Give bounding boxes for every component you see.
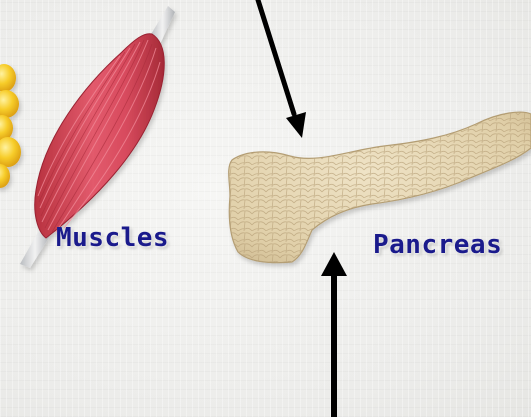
pancreas-label: Pancreas [373,230,502,260]
arrow-up-icon [321,252,347,417]
muscles-label: Muscles [56,223,169,253]
fat-tissue-icon [0,64,21,188]
arrow-down-icon [258,0,306,138]
